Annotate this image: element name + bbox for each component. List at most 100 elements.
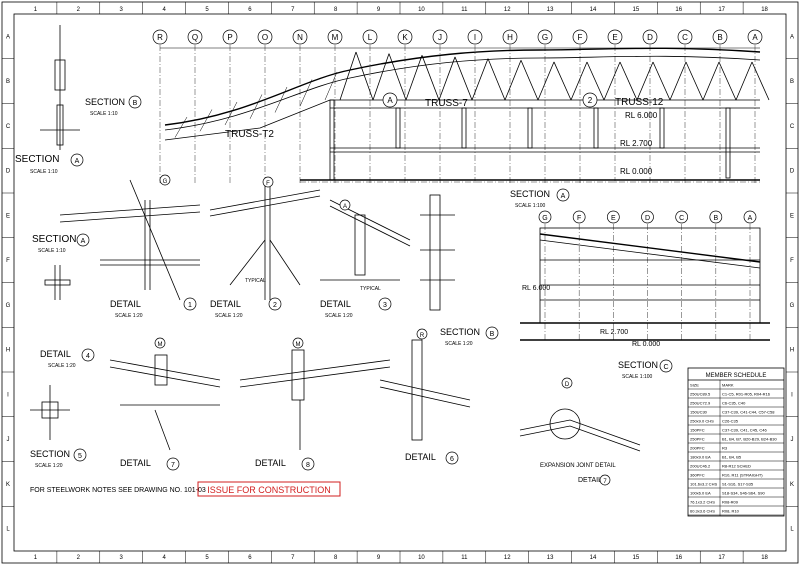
grid-bubble xyxy=(502,29,518,45)
grid-bubble xyxy=(362,29,378,45)
border-row-label: E xyxy=(6,213,10,219)
schedule-mark: C26-C35 xyxy=(722,419,739,424)
grid-bubble-label: Q xyxy=(192,33,198,42)
border-row-label: H xyxy=(790,348,794,354)
rl-0000-label-section: RL 0.000 xyxy=(632,341,660,348)
truss-web-members xyxy=(174,51,770,138)
grid-bubble xyxy=(327,29,343,45)
grid-bubble-label: J xyxy=(438,33,442,42)
schedule-size: SIZE xyxy=(690,383,699,388)
schedule-mark: C37-C39, C41-C44, C57-C58 xyxy=(722,410,775,415)
expansion-joint-label: EXPANSION JOINT DETAIL xyxy=(540,463,616,469)
grid-bubble-label: F xyxy=(578,33,583,42)
section-a-top-left: SECTION A SCALE 1:10 SECTION B SCALE 1:1… xyxy=(15,25,142,175)
issue-stamp-text: ISSUE FOR CONSTRUCTION xyxy=(207,485,331,495)
section-b-mid-title: SECTION xyxy=(440,327,480,337)
border-col-label: 14 xyxy=(590,7,597,13)
section-a-bubble: A xyxy=(75,158,80,165)
border-row-label: J xyxy=(7,437,10,443)
rl-2700-label-top: RL 2.700 xyxy=(620,139,653,148)
section-grid-bubble xyxy=(641,210,654,224)
grid-bubble xyxy=(187,29,203,45)
border-col-label: 4 xyxy=(162,555,166,561)
section-grid-label: C xyxy=(679,215,684,222)
schedule-size: 76.1x3.2 CHS xyxy=(690,500,715,505)
rl-6000-label-top: RL 6.000 xyxy=(625,111,658,120)
border-col-label: 13 xyxy=(547,7,554,13)
schedule-size: 150PFC xyxy=(690,428,705,433)
section-grid-bubble xyxy=(709,210,723,224)
border-col-label: 7 xyxy=(291,555,295,561)
section-bubble-b-text: 2 xyxy=(588,96,593,105)
section-bubble-a xyxy=(382,92,398,108)
detail-4-scale: SCALE 1:20 xyxy=(48,363,76,369)
border-col-label: 10 xyxy=(418,7,425,13)
border-row-label: F xyxy=(6,258,10,264)
border-col-label: 18 xyxy=(761,7,768,13)
schedule-size: 250UC89.5 xyxy=(690,392,711,397)
grid-bubble-label: O xyxy=(262,33,268,42)
detail-3-title: DETAIL xyxy=(320,299,351,309)
border-row-label: J xyxy=(791,437,794,443)
detail-7: M DETAIL 7 xyxy=(109,337,221,471)
inner-border xyxy=(13,13,787,552)
rl-0000-label-top: RL 0.000 xyxy=(620,167,653,176)
border-col-label: 5 xyxy=(205,555,209,561)
schedule-mark: S1-S16, S17-S35 xyxy=(722,482,754,487)
detail-4: DETAIL 4 SCALE 1:20 xyxy=(30,348,95,440)
schedule-size: 250UC72.9 xyxy=(690,401,711,406)
section-grid-bubble xyxy=(675,210,689,224)
schedule-mark: B1, B4, B7, B20-B29, B24-B30 xyxy=(722,437,777,442)
detail-2: F TYPICAL DETAIL 2 SCALE 1:20 xyxy=(209,176,321,319)
detail-8-title: DETAIL xyxy=(255,458,286,468)
grid-bubble xyxy=(572,29,588,45)
border-col-label: 6 xyxy=(248,7,252,13)
section-a-left-title: SECTION xyxy=(32,234,76,245)
section-a-right-bubble: A xyxy=(561,193,566,200)
detail-3-number: 3 xyxy=(383,302,387,309)
steelwork-notes: FOR STEELWORK NOTES SEE DRAWING NO. 101-… xyxy=(30,487,206,494)
section-a-left-bubble: A xyxy=(81,238,86,245)
detail-6-title: DETAIL xyxy=(405,452,436,462)
member-schedule-title: MEMBER SCHEDULE xyxy=(706,373,767,379)
section-a-title: SECTION xyxy=(15,154,59,165)
grid-bubble xyxy=(677,29,693,45)
expansion-grid: D xyxy=(565,382,570,388)
grid-bubble-label: H xyxy=(507,33,513,42)
detail-e-number: 7 xyxy=(603,479,607,485)
detail-7-title: DETAIL xyxy=(120,458,151,468)
border-col-label: 14 xyxy=(590,555,597,561)
grid-bubble-label: E xyxy=(612,33,617,42)
schedule-mark: R3 xyxy=(722,446,728,451)
border-row-label: K xyxy=(790,482,794,488)
detail-8-grid: M xyxy=(296,342,301,348)
detail-1-grid: G xyxy=(163,179,168,185)
border-row-label: D xyxy=(6,169,11,175)
section-grid-label: B xyxy=(713,215,718,222)
border-col-label: 15 xyxy=(633,555,640,561)
border-col-label: 8 xyxy=(334,555,338,561)
border-col-label: 11 xyxy=(461,7,468,13)
truss-12-label: TRUSS-12 xyxy=(615,97,664,108)
detail-1: G DETAIL 1 SCALE 1:20 xyxy=(59,174,201,319)
section-c-right-title: SECTION xyxy=(618,360,658,370)
border-col-label: 8 xyxy=(334,7,338,13)
column-detail xyxy=(420,194,455,311)
schedule-size: 100x6.0 EA xyxy=(690,491,711,496)
detail-8-number: 8 xyxy=(306,462,310,469)
border-col-label: 16 xyxy=(675,7,682,13)
border-col-label: 9 xyxy=(377,555,381,561)
issue-stamp-box xyxy=(197,481,341,497)
border-row-label: L xyxy=(6,527,10,533)
schedule-mark: C37-C39, C41, C45, C46 xyxy=(722,428,767,433)
border-col-label: 15 xyxy=(633,7,640,13)
grid-bubble xyxy=(712,29,728,45)
columns xyxy=(329,99,731,181)
border-column-labels: 1122334455667788991010111112121313141415… xyxy=(34,7,769,561)
border-row-label: L xyxy=(790,527,794,533)
schedule-mark: R08, R10 xyxy=(722,509,740,514)
border-row-label: I xyxy=(791,392,793,398)
section-grid-label: D xyxy=(645,215,650,222)
border-col-label: 7 xyxy=(291,7,295,13)
border-col-label: 12 xyxy=(504,555,511,561)
